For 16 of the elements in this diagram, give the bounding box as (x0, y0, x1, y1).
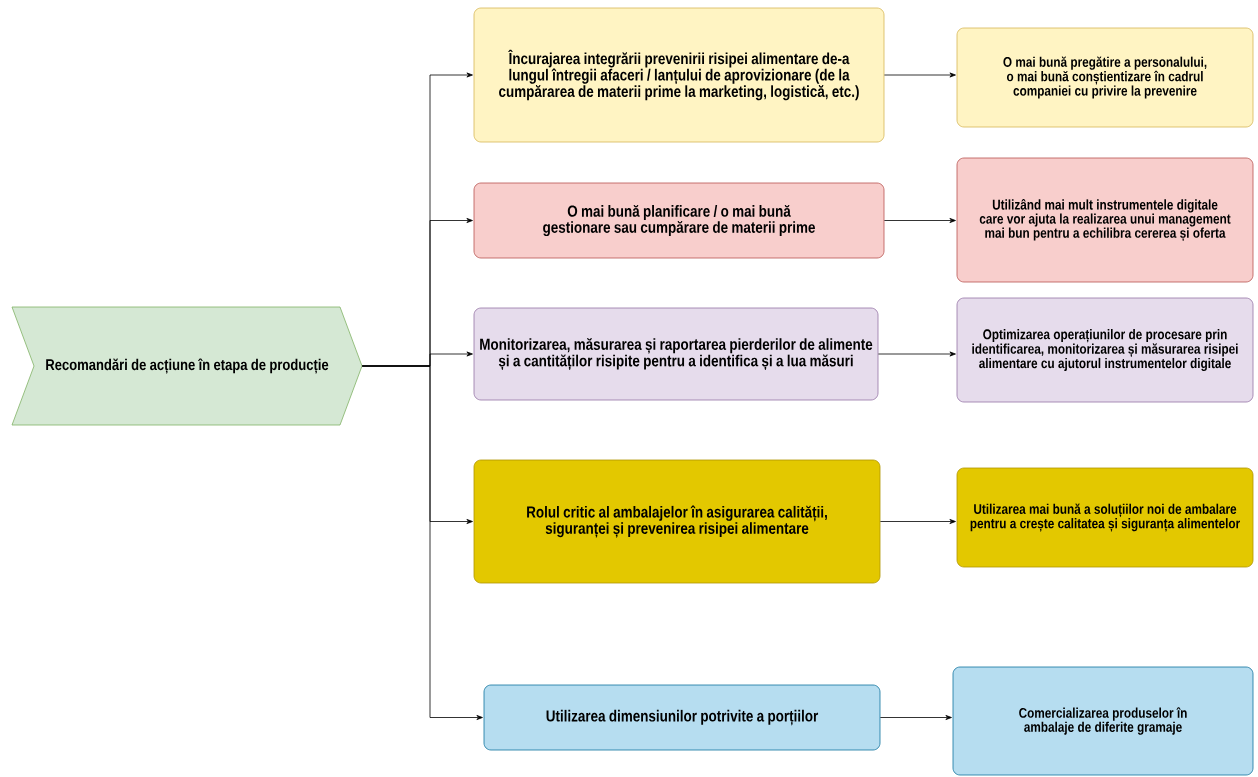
arrow (880, 519, 956, 524)
process-box: Optimizarea operațiunilor de procesare prin identificarea, monitorizarea și măsurarea risipei alimentare cu ajutorul instrumentelor digitale (956, 297, 1254, 403)
process-box: Utilizând mai mult instrumentele digitale care vor ajuta la realizarea unui management mai bun pentru a echilibra cererea și oferta (956, 157, 1254, 283)
process-box: Utilizarea dimensiunilor potrivite a porțiilor (483, 684, 881, 751)
process-box: Comercializarea produselor în ambalaje de diferite gramaje (952, 666, 1254, 776)
process-box: O mai bună pregătire a personalului, o mai bună conștientizare în cadrul companiei cu privire la prevenire (956, 27, 1254, 128)
process-box: Rolul critic al ambalajelor în asigurarea calității, siguranței și prevenirea risipei alimentare (473, 459, 881, 584)
process-box: O mai bună planificare / o mai bună gestionare sau cumpărare de materii prime (473, 182, 885, 259)
process-box: Încurajarea integrării prevenirii risipei alimentare de-a lungul întregii afaceri / lanțului de aprovizionare (de la cumpărarea de materii prime la marketing, logistică, etc.) (473, 7, 885, 143)
process-box: Utilizarea mai bună a soluțiilor noi de ambalare pentru a crește calitatea și siguranța alimentelor (956, 467, 1254, 568)
arrow (878, 351, 956, 357)
arrow (361, 365, 483, 720)
process-box: Monitorizarea, măsurarea și raportarea pierderilor de alimente și a cantităților risipite pentru a identifica și a lua măsuri (473, 307, 879, 401)
arrow (884, 72, 956, 78)
arrow (880, 715, 952, 720)
arrow (884, 218, 956, 223)
